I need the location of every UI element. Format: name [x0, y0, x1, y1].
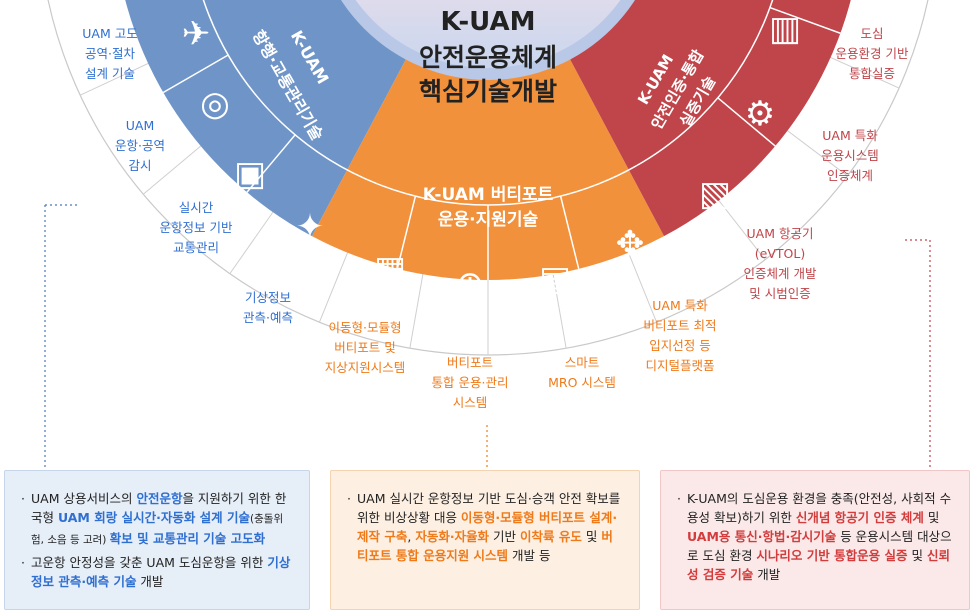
outer-label: 공역·절차 — [85, 46, 135, 61]
outer-label: 실시간 — [179, 200, 214, 215]
outer-label: 운용시스템 — [821, 148, 879, 163]
outer-label: UAM 특화 — [652, 298, 708, 313]
boarding-gate-icon: ⊕ — [456, 264, 485, 304]
outer-label: 버티포트 — [447, 355, 493, 370]
outer-label: UAM 특화 — [822, 128, 878, 143]
outer-label: 버티포트 및 — [334, 340, 395, 355]
segment-navigation — [125, 0, 413, 237]
outer-label: 및 시범인증 — [749, 286, 810, 301]
satellite-icon: ✦ — [296, 207, 325, 247]
inner-divider — [769, 6, 841, 34]
inner-divider — [559, 195, 580, 270]
outer-label: 입지선정 등 — [649, 338, 710, 353]
outer-label: 운용환경 기반 — [836, 46, 909, 61]
summary-box-certification: K-UAM의 도심운용 환경을 충족(안전성, 사회적 수용성 확보)하기 위한… — [660, 470, 970, 610]
summary-box-vertiport: UAM 실시간 운항정보 기반 도심·승객 안전 확보를 위한 비상상황 대응 … — [330, 470, 640, 610]
outer-label: 운항정보 기반 — [160, 220, 233, 235]
inner-divider — [396, 195, 417, 270]
drone-city-icon: ✥ — [616, 224, 645, 264]
outer-label: 통합실증 — [849, 66, 895, 81]
smart-factory-icon: ▤ — [539, 259, 571, 299]
outer-label: 인증체계 개발 — [744, 266, 817, 281]
hub-title-line: 안전운용체계 — [419, 43, 557, 72]
outer-label: 관측·예측 — [243, 310, 293, 325]
segment-title: 운용·지원기술 — [438, 210, 539, 230]
outer-label: 버티포트 최적 — [644, 318, 717, 333]
inner-arc — [202, 0, 774, 206]
outer-label: 지상지원시스템 — [325, 360, 406, 375]
radar-icon: ◎ — [200, 84, 230, 124]
outer-label: 인증체계 — [827, 168, 873, 183]
segment-certification — [563, 0, 851, 237]
outer-label: UAM 고도 — [82, 26, 137, 41]
airplane-icon: ✈ — [182, 14, 211, 54]
outer-label: MRO 시스템 — [548, 375, 616, 390]
outer-label: 디지털플랫폼 — [645, 358, 714, 373]
inner-divider — [717, 97, 776, 147]
outer-label: 감시 — [128, 158, 151, 173]
monitor-plane-icon: ▣ — [234, 154, 266, 194]
outer-label: 운항·공역 — [115, 138, 165, 153]
outer-label: 통합 운용·관리 — [432, 375, 509, 390]
segment-title: K-UAM 버티포트 — [423, 185, 554, 205]
outer-label: 설계 기술 — [85, 66, 135, 81]
document-search-icon: ▧ — [699, 174, 731, 214]
outer-label: 기상정보 — [245, 290, 291, 305]
outer-label: 도심 — [860, 26, 883, 41]
summary-item: 고운항 안정성을 갖춘 UAM 도심운항을 위한 기상정보 관측·예측 기술 개… — [21, 553, 293, 591]
segment-vertiport — [311, 46, 665, 281]
gear-icon: ⚙ — [745, 94, 775, 134]
inner-divider — [162, 54, 229, 94]
outer-label: UAM 항공기 — [747, 226, 814, 241]
outer-label: (eVTOL) — [755, 246, 805, 261]
vertiport-icon: ▦ — [374, 249, 406, 289]
summary-item: UAM 상용서비스의 안전운항을 지원하기 위한 한국형 UAM 회랑 실시간·… — [21, 489, 293, 550]
summary-item: UAM 실시간 운항정보 기반 도심·승객 안전 확보를 위한 비상상황 대응 … — [347, 489, 623, 565]
hub-title-line: 핵심기술개발 — [419, 77, 557, 106]
city-icon: ▥ — [769, 9, 801, 49]
outer-label: 교통관리 — [173, 240, 219, 255]
outer-label: 스마트 — [565, 355, 600, 370]
hub-title-line: K-UAM — [441, 7, 536, 37]
hub-disc — [355, 0, 621, 68]
inner-divider — [246, 134, 296, 193]
summary-box-navigation: UAM 상용서비스의 안전운항을 지원하기 위한 한국형 UAM 회랑 실시간·… — [4, 470, 310, 610]
outer-label: 시스템 — [453, 395, 488, 410]
outer-label: 이동형·모듈형 — [329, 320, 402, 335]
summary-item: K-UAM의 도심운용 환경을 충족(안전성, 사회적 수용성 확보)하기 위한… — [677, 489, 953, 584]
icons-layer: ✈ ◎▣ ✦ ▦ ⊕ ▤ ✥ ▥ ⚙ ▧ — [182, 9, 801, 304]
outer-label: UAM — [126, 118, 155, 133]
